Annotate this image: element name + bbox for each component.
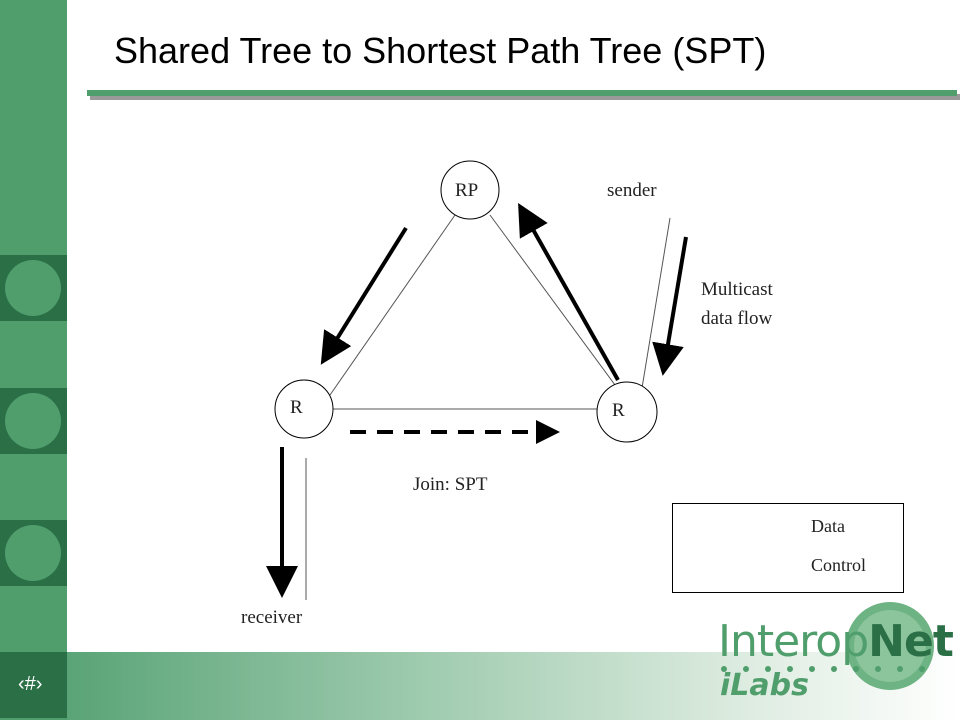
circle-decoration xyxy=(5,393,61,449)
slide-number: ‹#› xyxy=(18,673,43,695)
data-arrow-sender-flow xyxy=(652,236,688,376)
slide-title: Shared Tree to Shortest Path Tree (SPT) xyxy=(114,30,767,71)
right-router-label: R xyxy=(612,400,625,421)
legend-data-label: Data xyxy=(811,516,845,536)
left-router-label: R xyxy=(290,397,303,418)
rp-label: RP xyxy=(455,180,479,201)
sidebar-band xyxy=(0,520,67,586)
right-router-node xyxy=(596,381,658,443)
link-rp-left-router xyxy=(329,214,456,396)
circle-decoration xyxy=(5,260,61,316)
left-router-node xyxy=(274,379,334,439)
interopnet-ilabs-logo: InteropNet iLabs xyxy=(718,598,954,708)
footer-gradient xyxy=(67,652,960,720)
legend-control-label: Control xyxy=(811,555,867,575)
logo-ilabs-text: iLabs xyxy=(720,668,809,703)
link-sender xyxy=(641,217,671,389)
title-rule xyxy=(87,90,957,96)
circle-decoration xyxy=(5,525,61,581)
sender-label: sender xyxy=(607,180,657,201)
multicast-label: Multicast xyxy=(701,279,773,300)
sidebar-band xyxy=(0,652,67,718)
sidebar-band xyxy=(0,255,67,321)
rp-node xyxy=(440,160,500,220)
legend: Data Control xyxy=(672,503,904,593)
logo-dot-row xyxy=(721,666,925,672)
logo-interop-text: Interop xyxy=(718,616,869,667)
sidebar-band xyxy=(0,388,67,454)
data-arrow-r-to-rp xyxy=(518,203,620,381)
link-rp-right-router xyxy=(489,214,616,386)
join-spt-label: Join: SPT xyxy=(413,474,488,495)
logo-wordmark: InteropNet xyxy=(718,616,954,667)
data-flow-label: data flow xyxy=(701,308,773,329)
data-arrow-rp-to-r xyxy=(320,226,408,365)
receiver-label: receiver xyxy=(241,607,303,628)
sidebar xyxy=(0,0,67,720)
logo-net-text: Net xyxy=(868,616,954,667)
logo-globe-icon xyxy=(846,602,934,690)
